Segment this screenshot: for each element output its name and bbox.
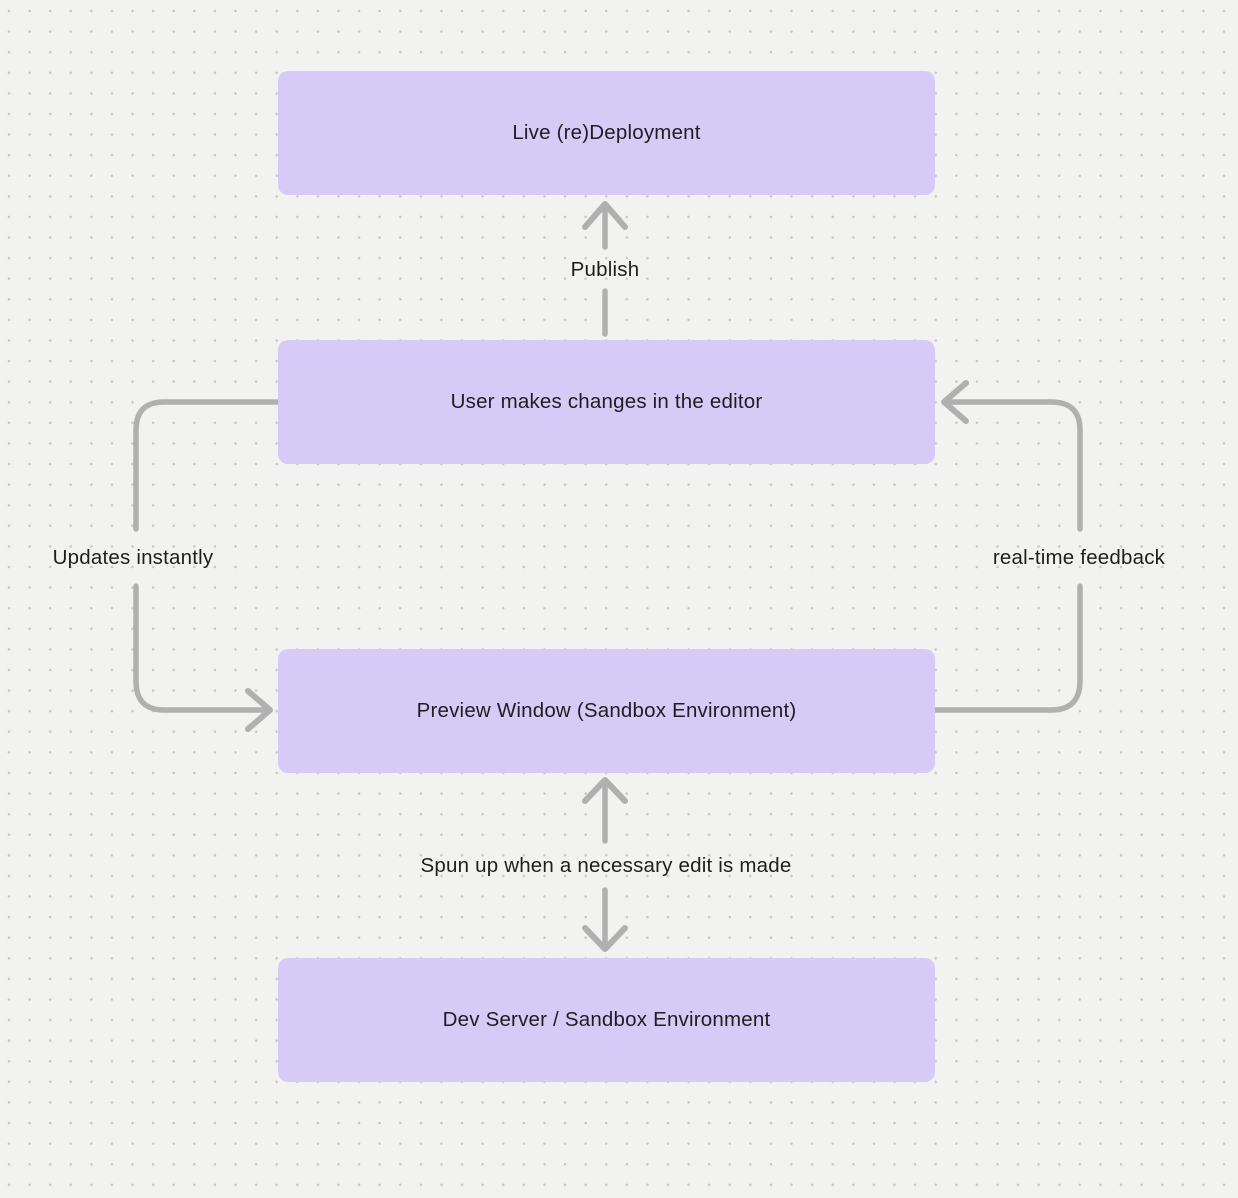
arrow-spun-up[interactable]: [582, 777, 628, 952]
arrowhead-right-icon[interactable]: [245, 688, 273, 732]
node-label: User makes changes in the editor: [450, 390, 763, 413]
node-label: Dev Server / Sandbox Environment: [442, 1008, 771, 1031]
edge-label-realtime-feedback[interactable]: real-time feedback: [992, 546, 1166, 569]
arrowhead-down-icon[interactable]: [582, 925, 628, 952]
arrowhead-up-icon[interactable]: [582, 201, 628, 230]
node-preview-window[interactable]: Preview Window (Sandbox Environment): [278, 649, 935, 773]
node-live-redeployment[interactable]: Live (re)Deployment: [278, 71, 935, 195]
node-label: Preview Window (Sandbox Environment): [416, 699, 797, 722]
arrow-shaft[interactable]: [133, 583, 267, 713]
node-label: Live (re)Deployment: [512, 121, 701, 144]
arrowhead-left-icon[interactable]: [941, 380, 969, 424]
arrow-shaft[interactable]: [932, 583, 1083, 713]
arrowhead-up-icon[interactable]: [582, 777, 628, 804]
edge-label-spun-up[interactable]: Spun up when a necessary edit is made: [420, 854, 792, 877]
arrow-shaft[interactable]: [133, 399, 281, 532]
node-dev-server[interactable]: Dev Server / Sandbox Environment: [278, 958, 935, 1082]
arrow-realtime-feedback[interactable]: [932, 380, 1083, 713]
node-user-editor[interactable]: User makes changes in the editor: [278, 340, 935, 464]
edge-label-updates-instantly[interactable]: Updates instantly: [52, 546, 214, 569]
arrow-updates-instantly[interactable]: [133, 399, 281, 732]
arrow-shaft[interactable]: [948, 399, 1083, 532]
edge-label-publish[interactable]: Publish: [570, 258, 640, 281]
arrow-publish[interactable]: [582, 201, 628, 337]
